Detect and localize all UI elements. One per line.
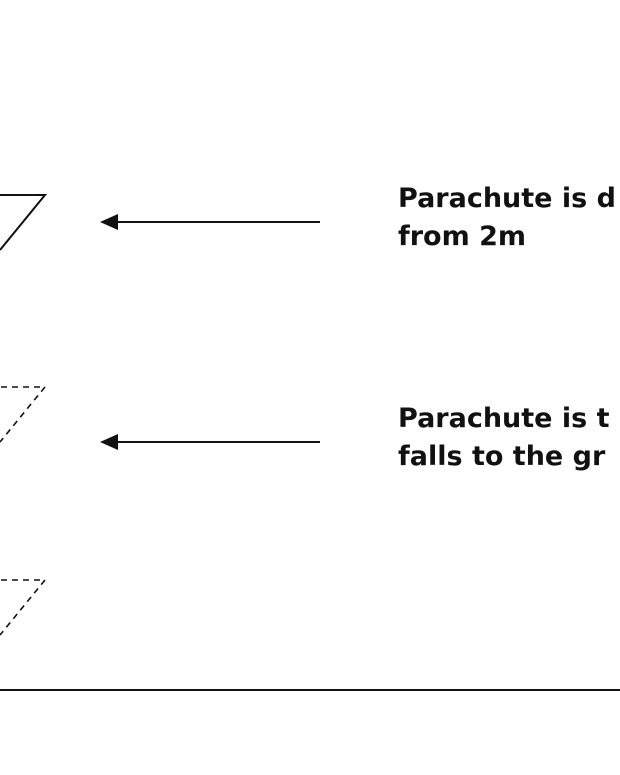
annotation-release: Parachute is d from 2m xyxy=(398,180,616,256)
annotation-fall-line-2: falls to the gr xyxy=(398,441,606,472)
parachute-solid xyxy=(0,194,48,251)
annotation-release-line-2: from 2m xyxy=(398,221,527,252)
annotation-release-line-1: Parachute is d xyxy=(398,183,616,214)
annotation-fall: Parachute is t falls to the gr xyxy=(398,400,610,476)
arrow-1-head xyxy=(100,214,118,230)
arrow-2-head xyxy=(100,434,118,450)
parachute-dashed-lower xyxy=(0,579,47,636)
annotation-fall-line-1: Parachute is t xyxy=(398,403,610,434)
parachute-dashed-middle xyxy=(0,386,47,443)
